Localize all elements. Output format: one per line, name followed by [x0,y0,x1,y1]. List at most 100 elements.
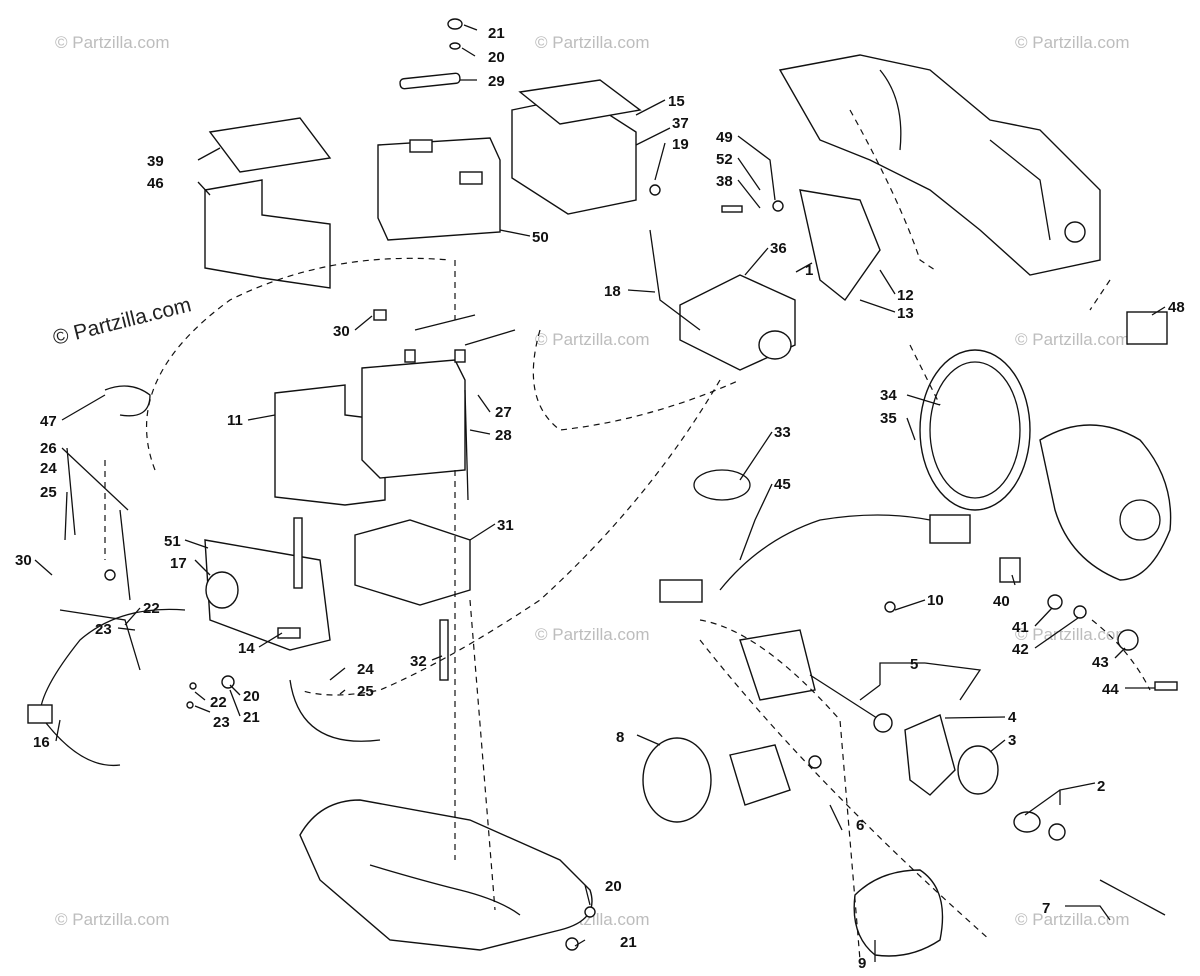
harness-plug [929,514,971,544]
callout-26: 26 [40,440,57,457]
callout-36: 36 [770,240,787,257]
callout-3: 3 [1008,732,1016,749]
assembly-line [849,109,936,271]
part-3-drive [957,745,999,795]
callout-21-top: 21 [488,25,505,42]
callout-43: 43 [1092,654,1109,671]
part-50-battery-case [377,137,501,241]
part-2-nut [1048,823,1066,841]
watermark: © Partzilla.com [535,330,650,349]
callout-34: 34 [880,387,897,404]
callout-4: 4 [1008,709,1017,726]
harness-wire [59,609,141,671]
part-39-pad [208,117,332,173]
cable [414,314,476,331]
part-7-bolt [1099,879,1166,916]
assembly-line [146,257,451,471]
part-50-terminal [409,139,433,153]
harness-terminal [659,579,703,603]
callout-16: 16 [33,734,50,751]
callout-9: 9 [858,955,866,972]
engine-detail [989,139,1051,241]
callout-17: 17 [170,555,187,572]
part-43-nut [1117,629,1139,651]
part-50-terminal [459,171,483,185]
ring-gear-inner [929,361,1021,499]
assembly-line [909,279,1111,406]
part-16-harness [39,608,186,767]
part-20-washer [584,906,596,918]
callout-30-left: 30 [15,552,32,569]
callout-13: 13 [897,305,914,322]
part-29-strap [399,72,461,90]
part-4-washer [873,713,893,733]
callout-25-left: 25 [40,484,57,501]
part-21-nut [221,675,235,689]
callout-labels: 1 2 3 4 5 6 7 8 9 10 11 12 13 14 15 16 1… [15,25,1185,972]
part-46-cover [204,179,331,289]
part-30-clip [373,309,387,321]
part-4-end-plate [904,714,956,796]
callout-20-top: 20 [488,49,505,66]
callout-28: 28 [495,427,512,444]
part-19-nut [649,184,661,196]
starter-gear [758,330,792,360]
leader-lines [34,24,1166,962]
callout-49: 49 [716,129,733,146]
watermark: © Partzilla.com [1015,910,1130,929]
part-2-spring [1013,811,1041,833]
engine-block [778,54,1101,276]
part-17-solenoid [205,571,239,609]
callout-27: 27 [495,404,512,421]
engine-pulley [1064,221,1086,243]
callout-52: 52 [716,151,733,168]
callout-24-left: 24 [40,460,57,477]
part-8-end-cap [642,737,712,823]
part-22-washer [189,682,197,690]
part-31-tray [354,519,471,606]
cable-28 [464,389,469,501]
part-20-washer [449,42,461,50]
callout-24-mid: 24 [357,661,374,678]
callout-44: 44 [1102,681,1119,698]
callout-47: 47 [40,413,57,430]
part-38-bolt [721,205,743,213]
part-41-washer [1047,594,1063,610]
callout-2: 2 [1097,778,1105,795]
assembly-line [299,379,721,696]
callout-19: 19 [672,136,689,153]
callout-14: 14 [238,640,255,657]
watermark: © Partzilla.com [1015,625,1130,644]
callout-1: 1 [805,262,813,279]
brush-part [808,755,822,769]
assembly-line [699,639,991,941]
watermark: © Partzilla.com [535,33,650,52]
engine-detail [879,69,902,151]
armature-shaft [809,674,881,721]
callout-5: 5 [910,656,918,673]
assembly-line [699,619,861,961]
battery-terminal [404,349,416,363]
callout-38: 38 [716,173,733,190]
part-15-lid [518,79,642,125]
watermark: © Partzilla.com [535,625,650,644]
part-40-sensor [999,557,1021,583]
watermark: © Partzilla.com [1015,330,1130,349]
callout-32: 32 [410,653,427,670]
harness-connector [27,704,53,724]
part-34-ring-gear [919,349,1031,511]
tray-detail [369,864,521,916]
part-42-washer [1073,605,1087,619]
bottom-tray [299,799,593,951]
callout-20-bottom: 20 [605,878,622,895]
part-33-clamp [693,469,751,501]
part-21-nut [565,937,579,951]
part-9-housing [853,869,944,957]
bracket-rod [293,517,303,589]
callout-7: 7 [1042,900,1050,917]
part-44-bolt [1154,681,1178,691]
callout-18: 18 [604,283,621,300]
callout-11: 11 [227,412,243,429]
callout-31: 31 [497,517,514,534]
